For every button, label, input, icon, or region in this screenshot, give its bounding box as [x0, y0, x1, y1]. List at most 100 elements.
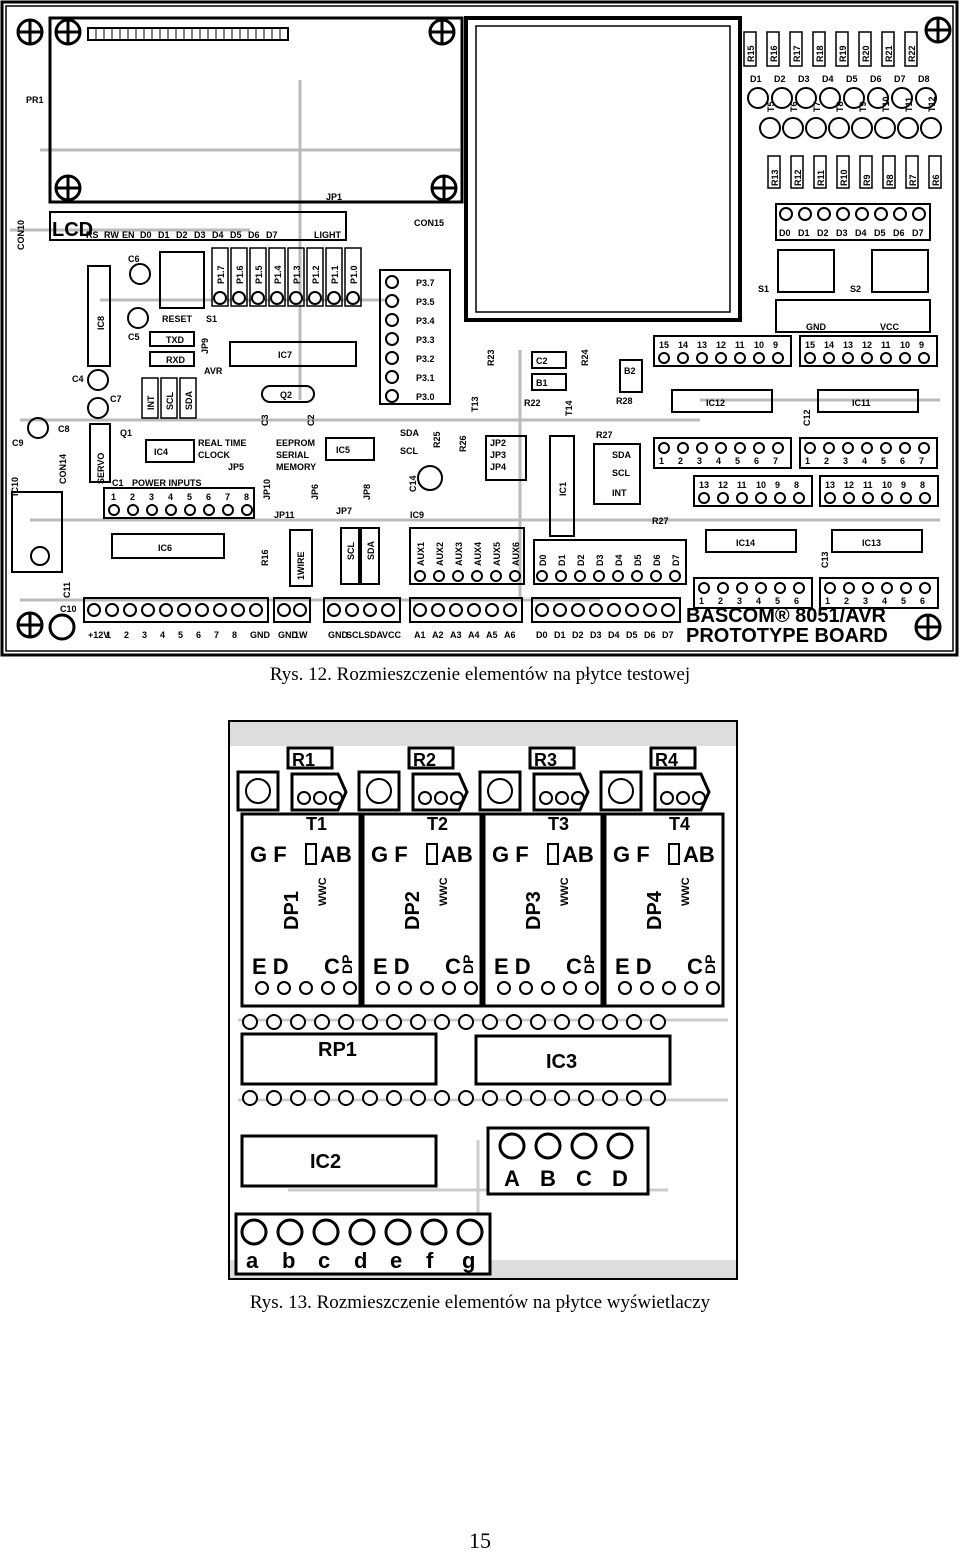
display-pin-pad [497, 981, 511, 995]
ic11-top-pad [861, 352, 873, 364]
via-pad [242, 1090, 258, 1106]
ic13-top-13: 13 [825, 480, 835, 490]
ic12-top-9: 9 [773, 340, 778, 350]
r25-label: R25 [432, 431, 442, 448]
transistor-leg [692, 791, 706, 805]
display-dp2: DP2 [402, 891, 424, 930]
lcd-pin-d1: D1 [158, 230, 170, 240]
power-pin-4: 4 [168, 492, 173, 502]
led-d5: D5 [846, 74, 858, 84]
c10-label: C10 [60, 604, 77, 614]
ic13-bottom-4: 4 [882, 596, 887, 606]
resistor-r2: R2 [413, 750, 436, 770]
db-pin-pad [650, 570, 662, 582]
segment-c: C [566, 954, 582, 979]
ic2-label: IC2 [310, 1151, 341, 1173]
digital-conn-pad [589, 603, 603, 617]
con15-label: CON15 [414, 218, 444, 228]
db-pin-d4: D4 [614, 554, 624, 566]
power-pin-pad [165, 504, 177, 516]
aux-pin-pad [433, 570, 445, 582]
p3-pin-pad [385, 294, 399, 308]
port-pin-P1-7: P1.7 [216, 265, 226, 284]
ic11-bottom-pad [804, 442, 816, 454]
power-conn-pad [87, 603, 101, 617]
ic13-top-pad [919, 492, 931, 504]
data-pin-d1: D1 [798, 228, 810, 238]
signal-scl-vertical: SCL [346, 541, 356, 560]
jp11-label: JP11 [274, 510, 295, 520]
via-pad [410, 1090, 426, 1106]
ic12-bottom-1: 1 [659, 456, 664, 466]
ic14-top-11: 11 [737, 480, 747, 490]
db-pin-d1: D1 [557, 554, 567, 566]
via-pad [362, 1090, 378, 1106]
led-d6: D6 [870, 74, 882, 84]
power-pin-7: 7 [225, 492, 230, 502]
ic6-label: IC6 [158, 543, 172, 553]
common-label: WWC [317, 877, 329, 906]
segments-gf: G F [492, 842, 529, 867]
board-title-line2: PROTOTYPE BOARD [686, 625, 888, 647]
transistor-leg [676, 791, 690, 805]
digital-conn-pad [571, 603, 585, 617]
ic14-top-pad [698, 492, 710, 504]
ic13-top-11: 11 [863, 480, 873, 490]
segments-ab: AB [441, 842, 473, 867]
resistor-r9: R9 [862, 174, 872, 186]
resistor-r6: R6 [931, 174, 941, 186]
db-pin-pad [536, 570, 548, 582]
transistor-t10: T10 [881, 96, 891, 112]
aux-pin-aux4: AUX4 [473, 542, 483, 566]
ic14-top-pad [755, 492, 767, 504]
aux-pin-pad [452, 570, 464, 582]
ic13-label: IC13 [862, 538, 881, 548]
display-pin-pad [585, 981, 599, 995]
via-pad [650, 1090, 666, 1106]
via-pad [626, 1014, 642, 1030]
transistor-pad [366, 778, 392, 804]
ic13-bottom-3: 3 [863, 596, 868, 606]
display-pin-pad [376, 981, 390, 995]
ic13-bottom-6: 6 [920, 596, 925, 606]
port-pin-P1-0: P1.0 [349, 265, 359, 284]
power-pin-pad [184, 504, 196, 516]
via-pad [338, 1014, 354, 1030]
power-pin-6: 6 [206, 492, 211, 502]
via-pad [602, 1090, 618, 1106]
ic13-top-12: 12 [844, 480, 854, 490]
via-pad [554, 1014, 570, 1030]
int-label-b: INT [612, 488, 627, 498]
via-pad [266, 1014, 282, 1030]
ic14-top-10: 10 [756, 480, 766, 490]
ic7-label: IC7 [278, 350, 292, 360]
rtc-label: REAL TIME [198, 438, 246, 448]
segment-pin-f: f [426, 1248, 434, 1273]
data-pin-d6: D6 [893, 228, 905, 238]
ic13-top-10: 10 [882, 480, 892, 490]
transistor-pad [487, 778, 513, 804]
aux-pin-aux2: AUX2 [435, 542, 445, 566]
rxd-label: RXD [166, 355, 186, 365]
ic13-top-pad [824, 492, 836, 504]
jp4-label: JP4 [490, 462, 506, 472]
transistor-t4: T4 [669, 814, 690, 834]
jp1-label: JP1 [326, 192, 342, 202]
transistor-t7: T7 [812, 101, 822, 112]
segment-c: C [445, 954, 461, 979]
sda-label: SDA [400, 428, 420, 438]
ic11-bottom-5: 5 [881, 456, 886, 466]
ic12-bottom-5: 5 [735, 456, 740, 466]
connector-pin-c: C [576, 1166, 592, 1191]
i2c-conn-gnd: GND [328, 630, 349, 640]
analog-conn-pad [485, 603, 499, 617]
ic12-top-14: 14 [678, 340, 688, 350]
b2-label: B2 [624, 366, 636, 376]
ic11-top-pad [804, 352, 816, 364]
segments-ab: AB [683, 842, 715, 867]
ic14-top-pad [736, 492, 748, 504]
